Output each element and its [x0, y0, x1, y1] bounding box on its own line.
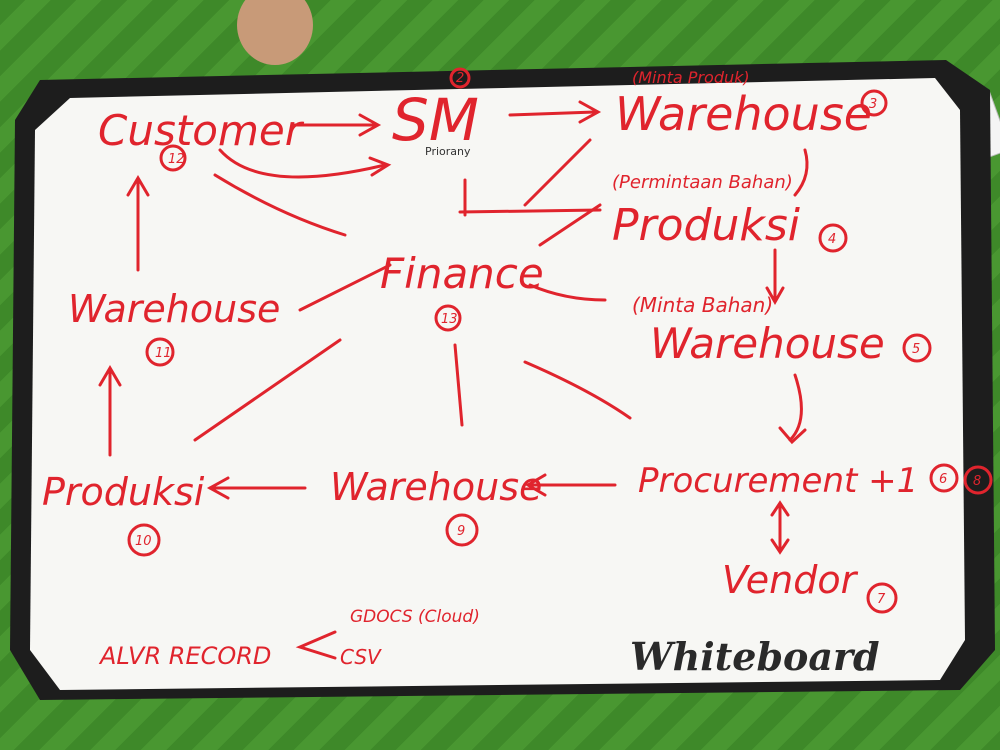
board-surface	[30, 78, 965, 690]
note-minta-bahan: (Minta Bahan)	[632, 293, 773, 317]
step-3: 3	[869, 97, 877, 112]
line-warehouse-finance	[523, 138, 592, 207]
arrowhead-produksi-warehouse	[765, 286, 785, 306]
step-4: 4	[828, 232, 836, 247]
note-csv: CSV	[340, 645, 382, 669]
line-finance-produksi-left	[193, 338, 342, 442]
arrowhead-customer-sm	[358, 113, 382, 137]
line-horizontal	[458, 208, 602, 214]
arrowhead-warehouse-customer	[126, 175, 150, 197]
circle-13	[434, 304, 462, 332]
note-minta-produk: (Minta Produk)	[632, 68, 750, 87]
step-7: 7	[877, 592, 886, 607]
arrowhead-up	[770, 500, 790, 517]
node-finance: Finance	[380, 249, 544, 298]
arrow-customer-sm-curve	[218, 148, 387, 179]
arrow-warehouse-procurement	[788, 373, 803, 442]
node-sm-sub: Priorany	[425, 145, 471, 158]
note-gdocs: GDOCS (Cloud)	[350, 607, 480, 627]
line-customer-finance	[213, 173, 347, 237]
arrowhead-warehouse-produksi-left	[206, 476, 230, 500]
step-9: 9	[457, 524, 465, 539]
arrow-alvr	[295, 630, 337, 660]
circle-3	[860, 89, 888, 117]
node-warehouse-top: Warehouse	[615, 87, 872, 141]
node-alvr-record: ALVR RECORD	[98, 642, 271, 670]
circle-2	[449, 67, 471, 89]
arrowhead-customer-sm-curve	[368, 156, 392, 177]
circle-5	[902, 333, 932, 363]
step-11: 11	[155, 346, 172, 361]
node-vendor: Vendor	[722, 558, 859, 602]
line-warehouse-bottom-finance	[453, 343, 464, 427]
circle-11	[145, 337, 175, 367]
circle-8	[963, 465, 993, 495]
circle-9	[445, 513, 479, 547]
hand	[237, 0, 313, 65]
arrowhead-produksi-warehouse-left	[98, 365, 122, 387]
line-produksi-finance	[538, 203, 602, 247]
brand-logo: Whiteboard	[630, 634, 880, 679]
node-warehouse-right: Warehouse	[650, 319, 885, 368]
circle-12	[159, 144, 187, 172]
node-warehouse-left: Warehouse	[68, 287, 280, 331]
step-8: 8	[973, 474, 981, 489]
step-2: 2	[456, 71, 464, 86]
step-12: 12	[168, 152, 185, 167]
line-finance-warehouse-left	[298, 263, 392, 312]
flow-arrows	[98, 67, 993, 660]
step-10: 10	[135, 534, 152, 549]
circle-7	[866, 582, 898, 614]
step-5: 5	[912, 342, 920, 357]
step-6: 6	[939, 472, 947, 487]
arrow-warehouse-produksi	[793, 148, 809, 197]
node-procurement: Procurement +1	[638, 461, 918, 501]
node-sm: SM	[392, 86, 479, 154]
circle-6	[929, 463, 959, 493]
node-customer: Customer	[98, 106, 305, 155]
arrowhead-down	[770, 538, 790, 555]
node-produksi-right: Produksi	[612, 200, 801, 251]
note-permintaan-bahan: (Permintaan Bahan)	[612, 172, 793, 193]
step-numbers: 12 2 3 4 5 6 8 7 9 10 11 13	[135, 71, 981, 607]
node-produksi-left: Produksi	[42, 470, 205, 514]
arrowhead-sm-warehouse	[578, 100, 602, 124]
step-13: 13	[441, 312, 458, 327]
line-warehouse-right-finance	[528, 283, 607, 302]
arrow-sm-warehouse	[508, 110, 597, 117]
circle-4	[818, 223, 848, 253]
line-procurement-finance	[523, 360, 632, 420]
node-warehouse-bottom: Warehouse	[330, 465, 542, 509]
arrowhead-procurement-warehouse	[525, 473, 547, 497]
arrowhead-warehouse-procurement	[778, 426, 807, 445]
circle-10	[127, 523, 161, 557]
